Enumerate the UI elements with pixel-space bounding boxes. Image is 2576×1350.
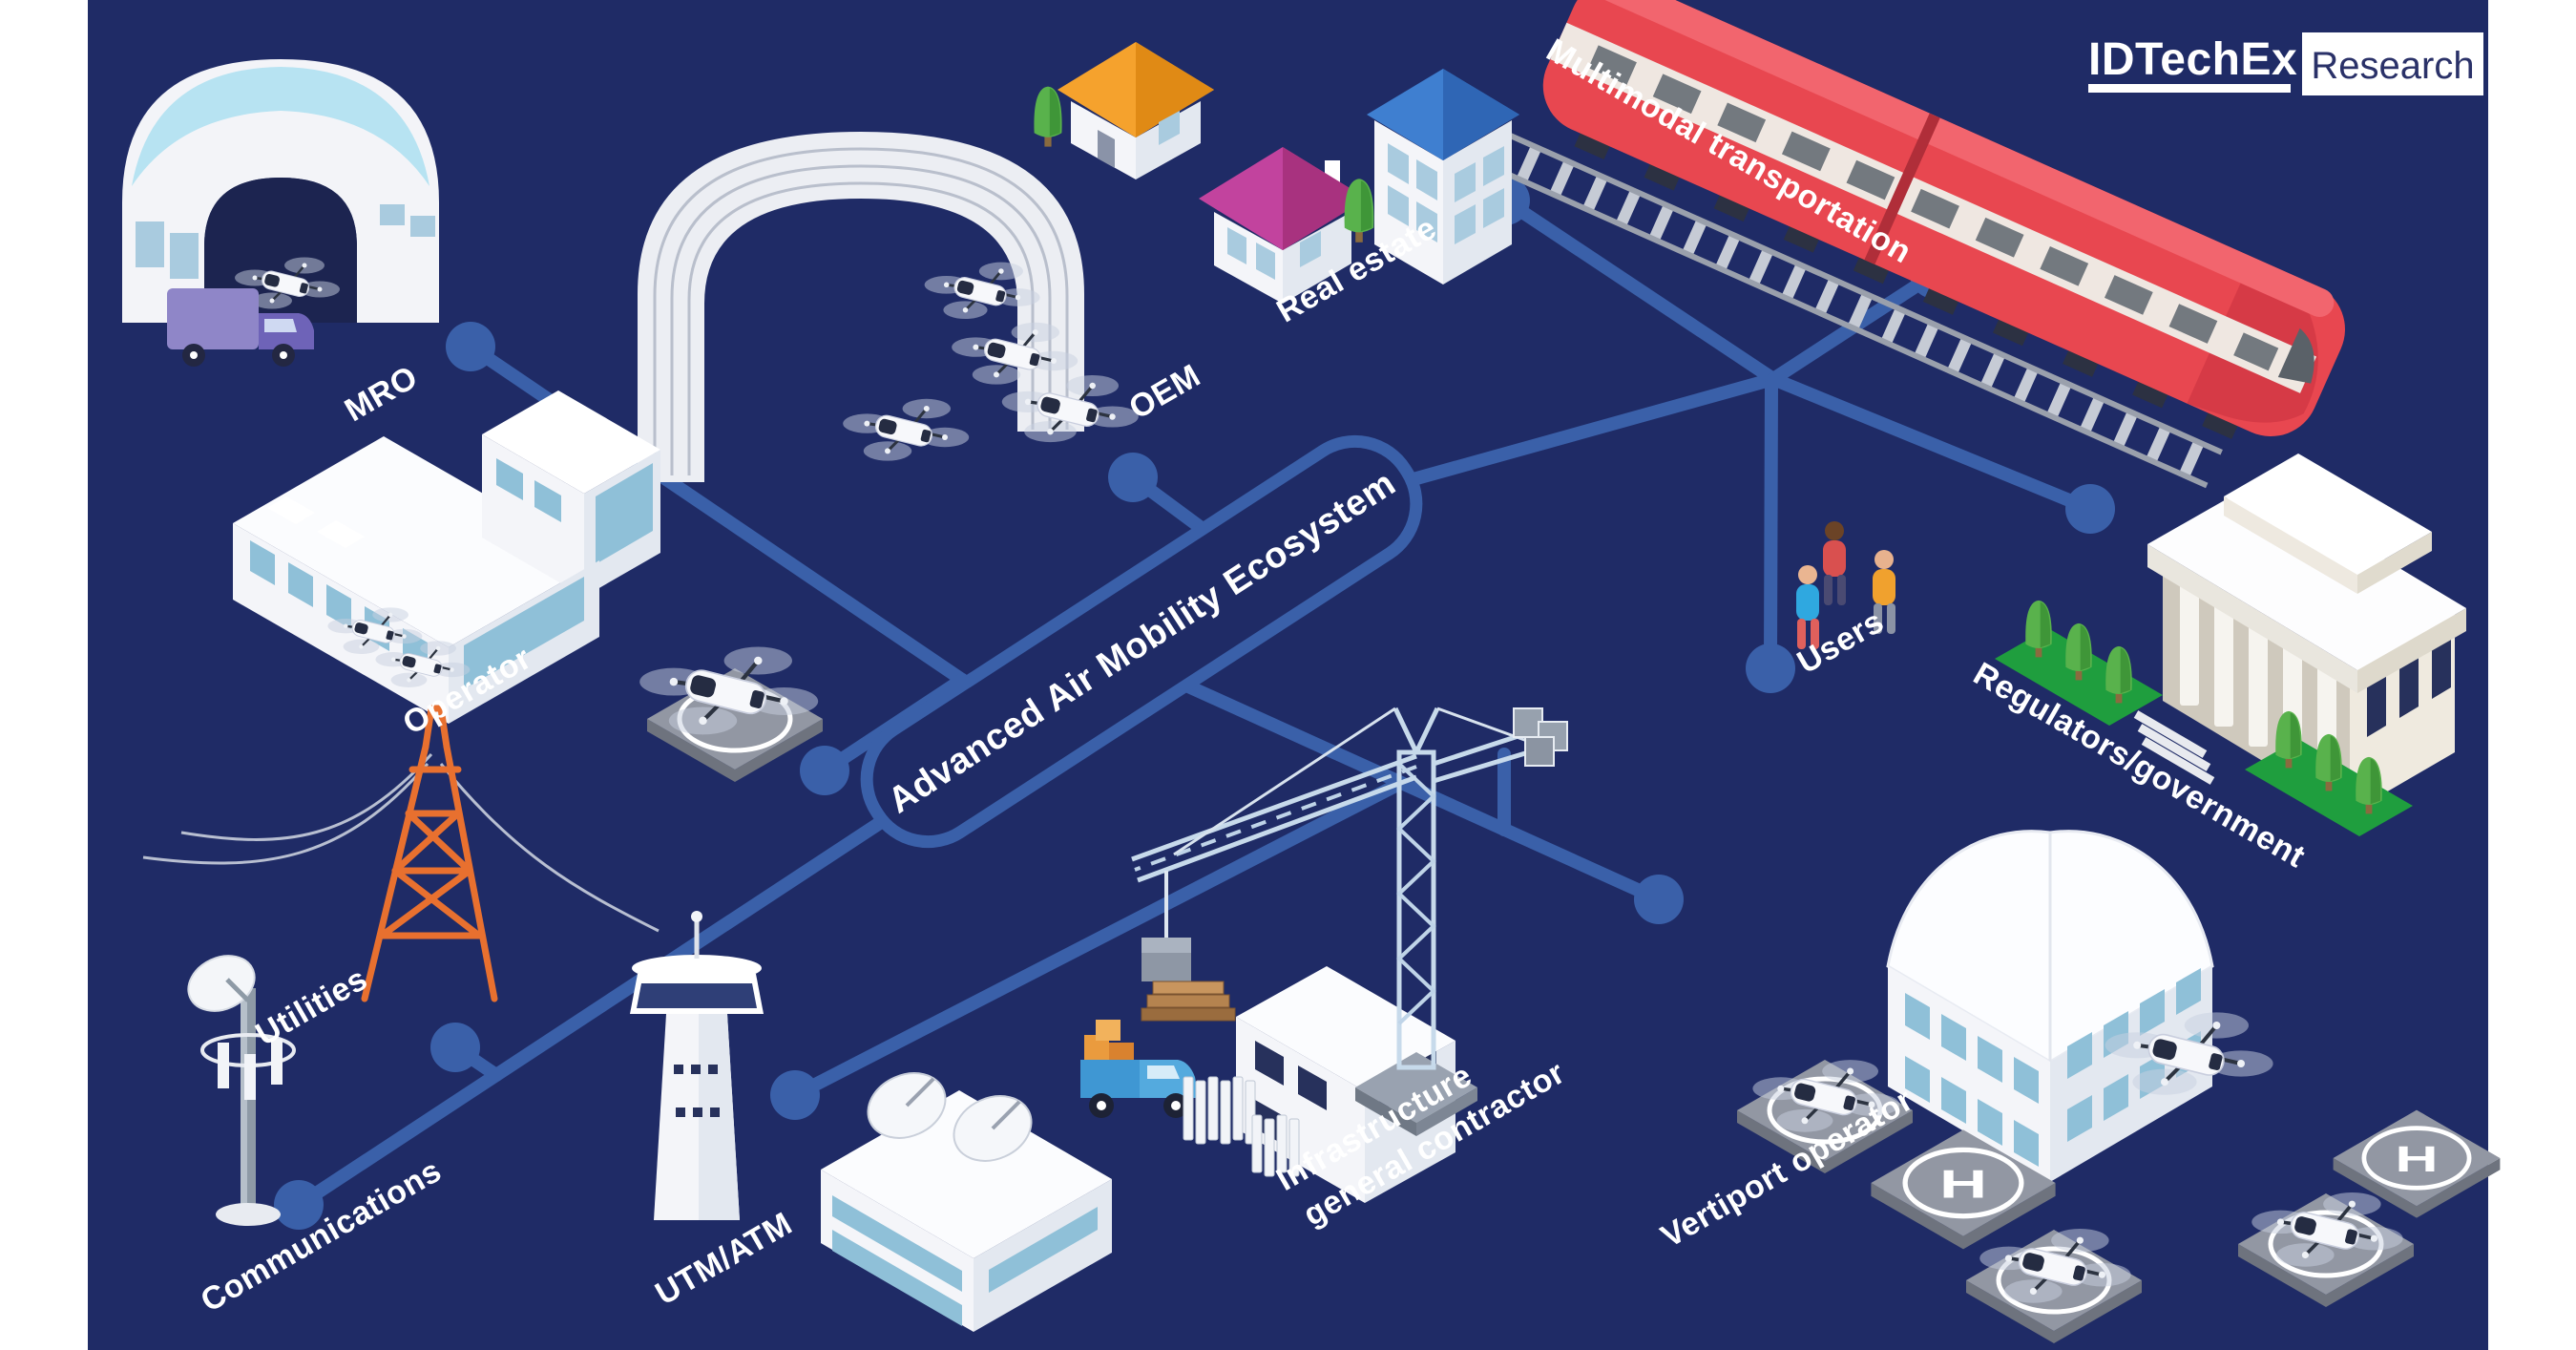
- house-purple-roof: [1199, 147, 1367, 304]
- house-blue-roof: [1367, 69, 1519, 285]
- connector-communications-trunk: [292, 805, 904, 1212]
- connector-dot-vertiport: [1634, 875, 1684, 924]
- connector-real-estate: [1498, 194, 1780, 386]
- purple-truck-icon: [167, 288, 314, 367]
- title-box: [860, 434, 1423, 849]
- mro-hangar-illustration: [122, 59, 439, 367]
- brand-logo: IDTechEx Research: [2088, 32, 2483, 95]
- oem-tent-illustration: [638, 132, 1141, 482]
- connector-dot-utilities: [430, 1023, 480, 1072]
- connector-dot-operator: [800, 746, 849, 795]
- tower-crane-icon: [1131, 707, 1568, 1136]
- connector-regulators: [1767, 372, 2097, 516]
- ground-station-illustration: [821, 1072, 1112, 1332]
- construction-site-illustration: [1080, 707, 1568, 1203]
- connector-dot-mro: [446, 322, 495, 371]
- brand-logo-text: IDTechEx: [2088, 34, 2297, 85]
- connector-dot-communications: [274, 1180, 324, 1230]
- connector-utm-atm: [788, 776, 1408, 1102]
- brand-research-text: Research: [2311, 45, 2474, 87]
- brand-logo-underline: [2088, 84, 2291, 93]
- connector-network: [274, 176, 2115, 1230]
- vertiport-illustration: [1737, 830, 2500, 1343]
- connector-users: [1764, 379, 1778, 664]
- operator-building-illustration: [233, 390, 823, 782]
- connector-dot-utm-atm: [770, 1070, 820, 1120]
- utm-atm-tower-illustration: [630, 911, 764, 1220]
- real-estate-houses-illustration: [1034, 42, 1519, 304]
- brand-research-box: [2302, 32, 2483, 95]
- house-orange-roof: [1058, 42, 1214, 179]
- connector-dot-oem: [1108, 453, 1158, 502]
- connector-box-to-j2: [1396, 372, 1780, 489]
- users-people-illustration: [1796, 521, 1895, 649]
- person-icon: [1873, 550, 1895, 634]
- connector-dot-regulators: [2065, 484, 2115, 534]
- connector-vertiport-trunk: [1180, 679, 1665, 906]
- connector-dot-users: [1746, 643, 1795, 693]
- power-pylon-illustration: [142, 705, 660, 1002]
- pickup-truck-icon: [1080, 1020, 1199, 1118]
- person-icon: [1796, 565, 1819, 649]
- lumber-stack-icon: [1141, 981, 1236, 1022]
- communications-tower-illustration: [187, 955, 296, 1226]
- person-icon: [1823, 521, 1846, 605]
- panel-stack-icon: [1251, 1114, 1300, 1177]
- government-building-illustration: [1995, 454, 2466, 836]
- high-speed-train-illustration: [1481, 0, 2345, 489]
